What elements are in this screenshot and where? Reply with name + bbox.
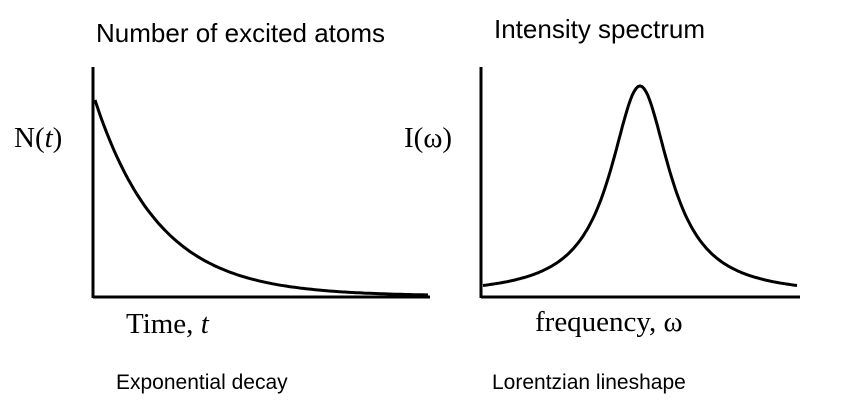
left-panel-xlabel: Time, t	[126, 308, 210, 340]
right-panel-caption: Lorentzian lineshape	[492, 371, 686, 394]
left-panel: Number of excited atoms N(t) Time, t Exp…	[14, 18, 430, 394]
right-panel: Intensity spectrum I(ω) frequency, ω Lor…	[404, 14, 800, 394]
decay-curve	[93, 99, 428, 297]
right-panel-title: Intensity spectrum	[494, 14, 705, 44]
left-panel-ylabel: N(t)	[14, 122, 62, 154]
right-panel-ylabel: I(ω)	[404, 122, 452, 154]
left-panel-caption: Exponential decay	[116, 371, 288, 394]
lorentzian-curve	[482, 84, 798, 287]
right-panel-xlabel: frequency, ω	[535, 306, 683, 338]
left-panel-title: Number of excited atoms	[96, 18, 385, 48]
